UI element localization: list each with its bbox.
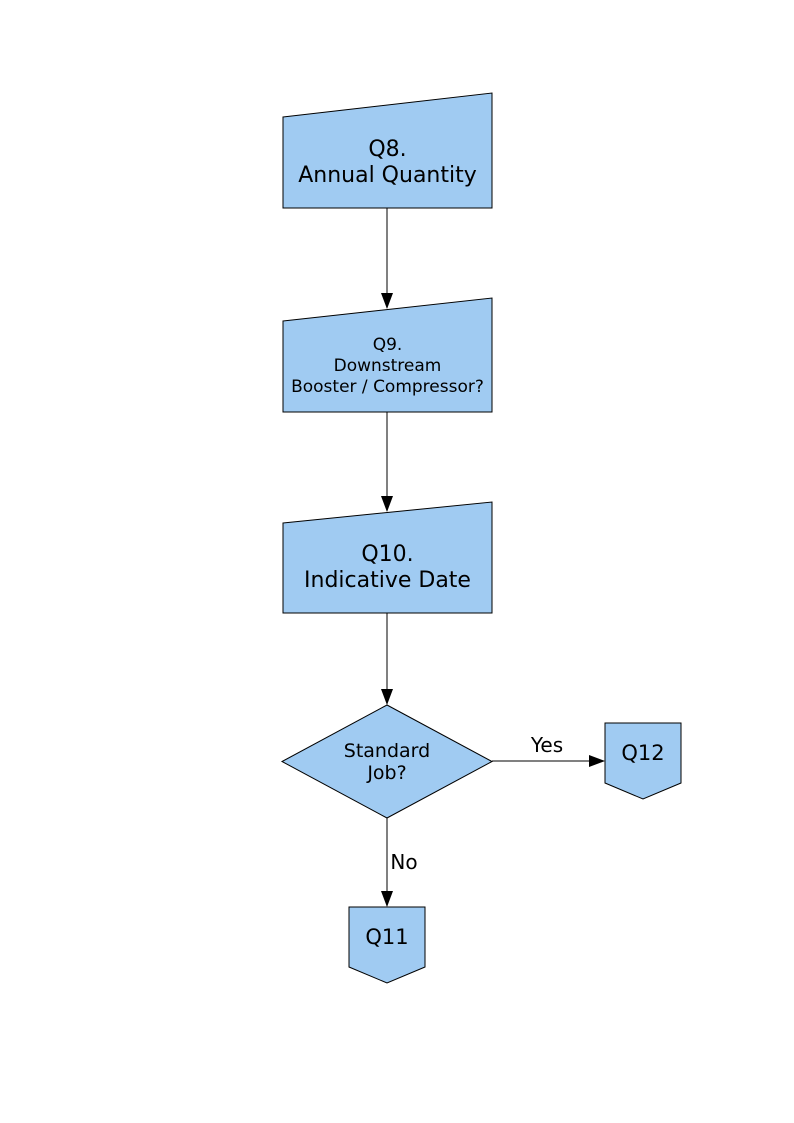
node-q10-shape: [282, 501, 493, 614]
node-q8-shape: [282, 92, 493, 209]
node-q9-label: Q9. Downstream Booster / Compressor?: [291, 335, 484, 397]
node-q10-label: Q10. Indicative Date: [304, 542, 471, 593]
node-q9-shape: [282, 297, 493, 413]
node-q11-shape: [348, 906, 426, 984]
node-q12-label: Q12: [621, 741, 665, 765]
edge-label-no: No: [390, 850, 418, 874]
node-standard-job-label: Standard Job?: [343, 739, 431, 784]
edge-label-yes: Yes: [530, 733, 564, 757]
node-q8-label: Q8. Annual Quantity: [298, 136, 477, 188]
node-q12-shape: [604, 722, 682, 800]
node-q11-label: Q11: [365, 925, 409, 949]
